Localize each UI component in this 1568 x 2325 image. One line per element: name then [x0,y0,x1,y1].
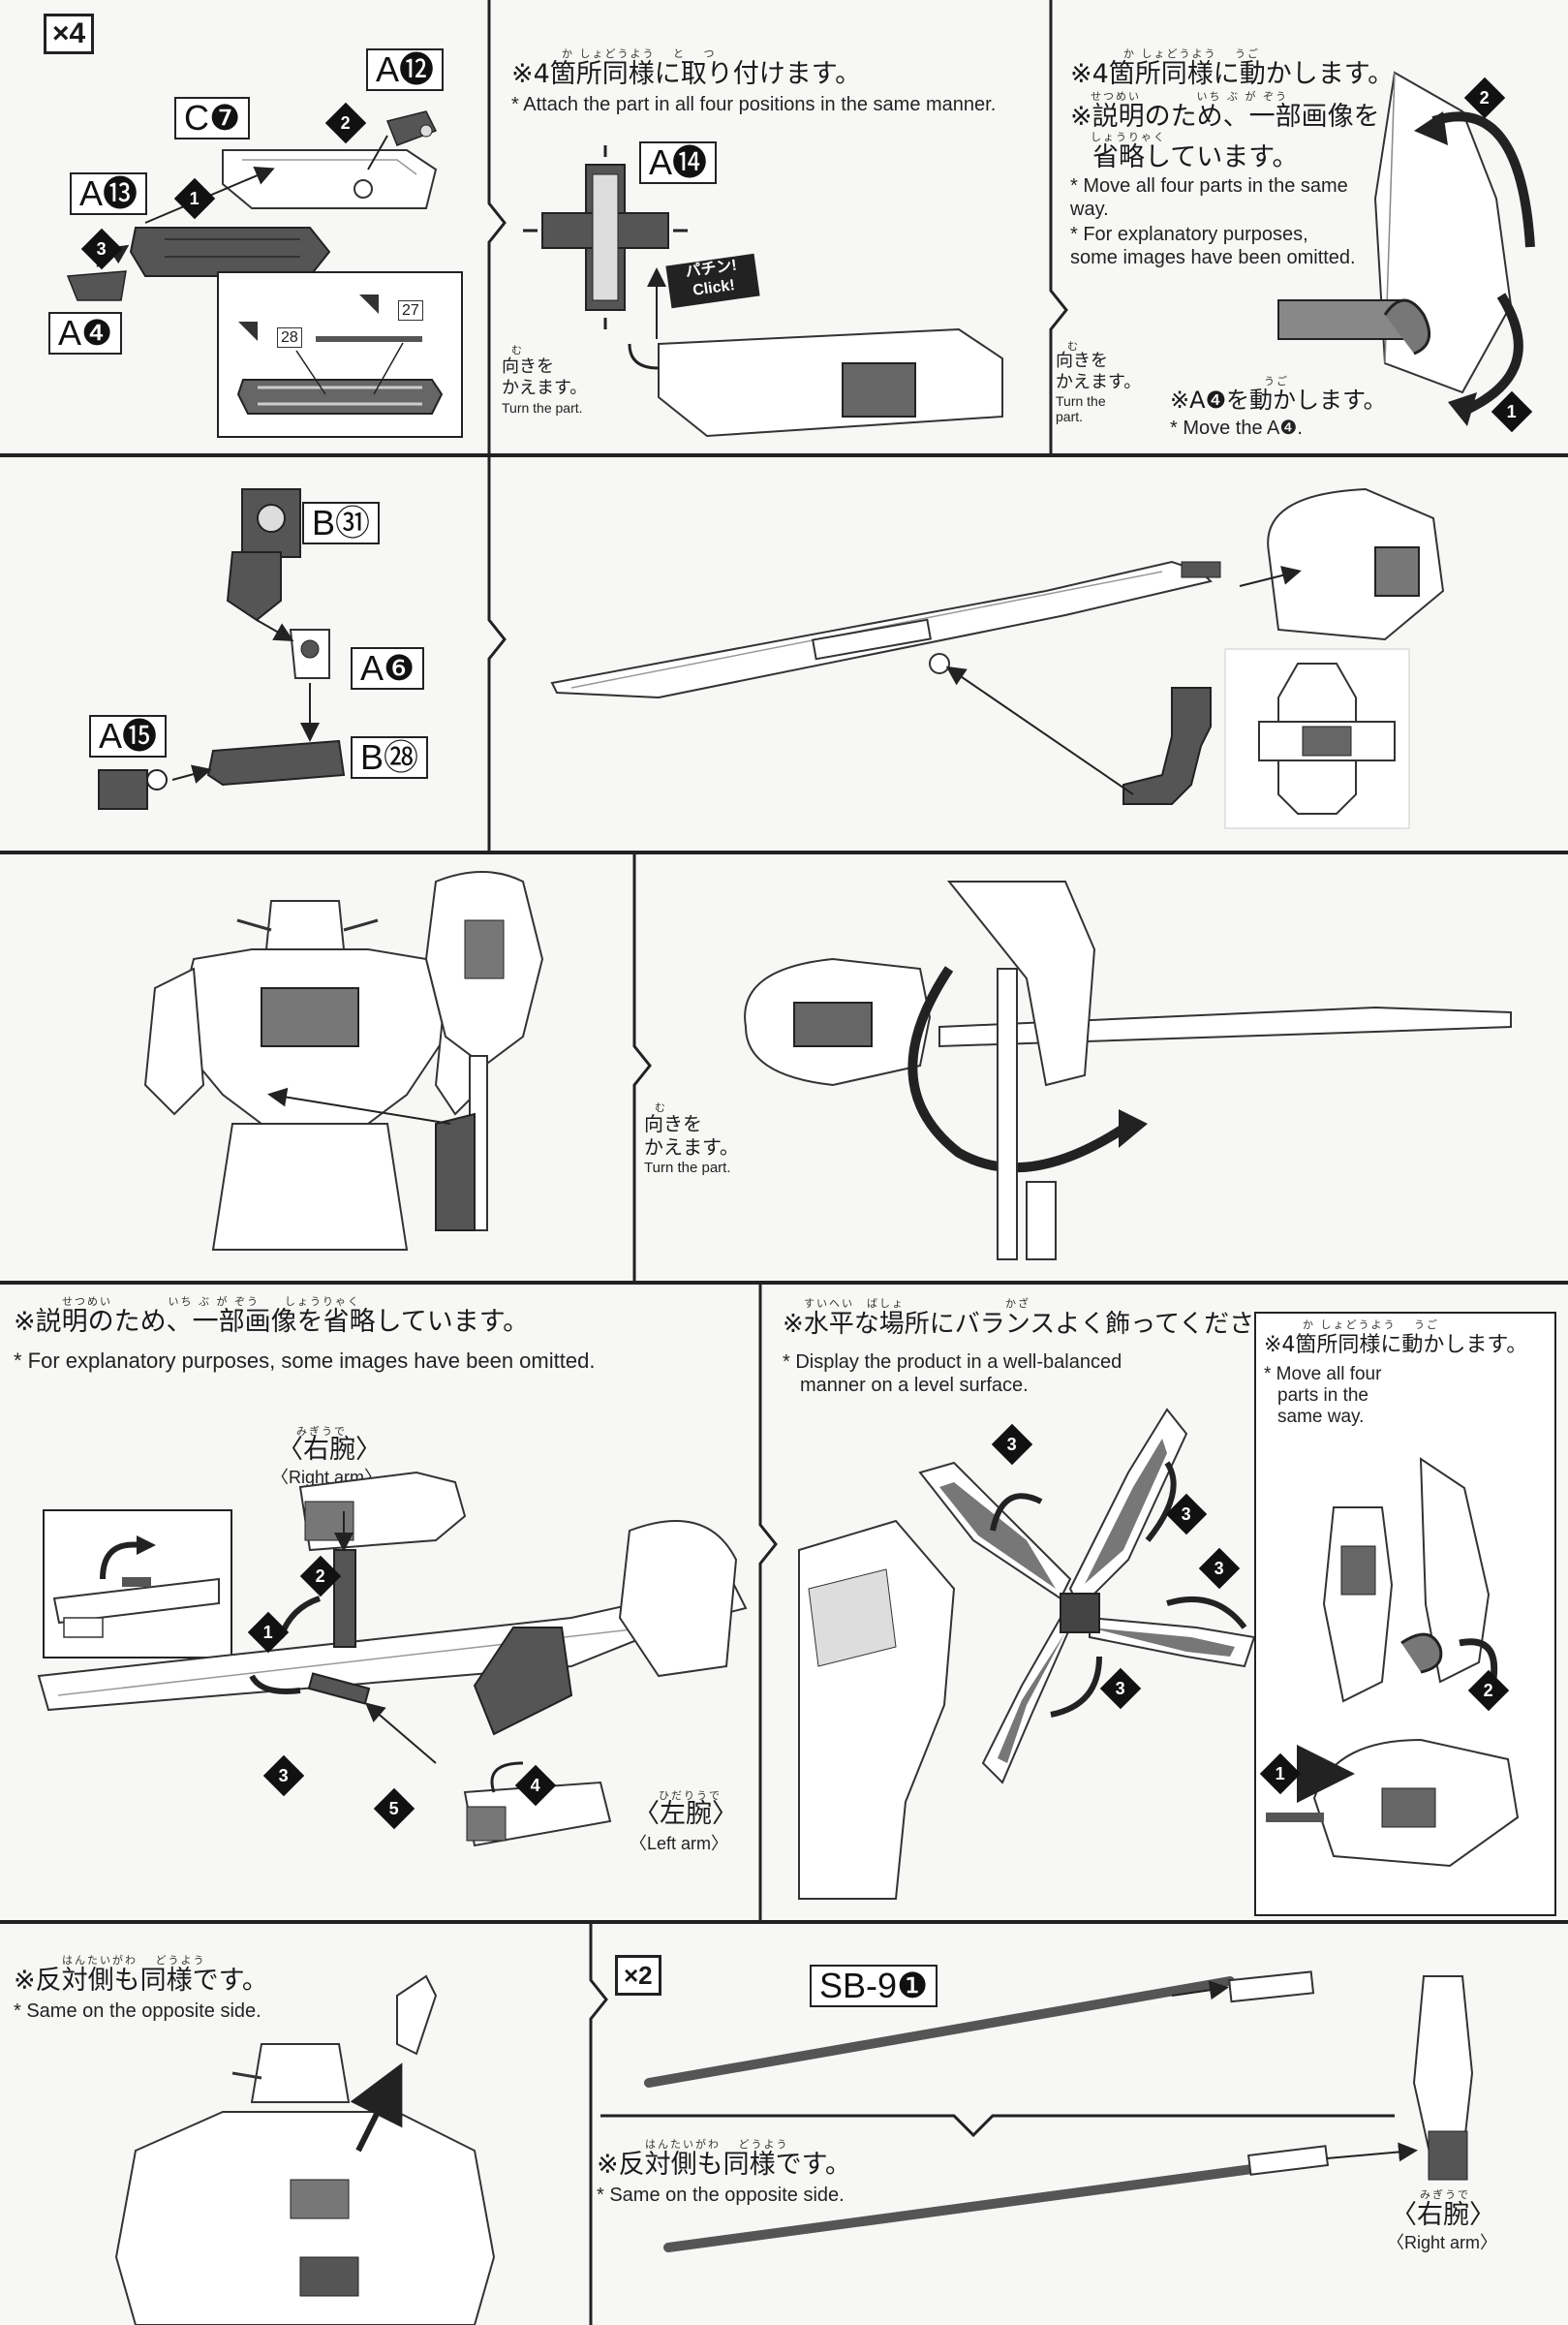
note-jp: ※説明のため、一部画像を省略しています。 [14,1307,530,1337]
part-label-a13: A⓭ [70,172,148,215]
multiplier-badge: ×2 [615,1955,661,1996]
note-jp: 省略しています。 [1092,142,1299,172]
note-en: * For explanatory purposes, some images … [1070,224,1356,268]
right-arm-label-jp: 〈右腕〉 [277,1435,382,1465]
ruby-text: すいへい ばしょ かざ [804,1297,1030,1310]
note-en: * For explanatory purposes, some images … [14,1348,596,1373]
turn-note: 向きを かえます。 Turn the part. [644,1112,739,1176]
step-separator [487,455,507,851]
ruby-text: か しょどうよう うご [1123,47,1260,60]
note-en: * Move all four parts in the same way. [1264,1364,1382,1427]
assembly-illustration [523,145,1003,438]
ruby-text: せつめい いち ぶ が ぞう [1091,90,1288,103]
note-jp: ※4箇所同様に動かします。 [1070,59,1395,89]
note-jp: ※A❹を動かします。 [1170,387,1387,414]
detail-inset [43,1509,232,1658]
part-label-c7: C❼ [174,97,251,140]
left-arm-label-en: 〈Left arm〉 [630,1834,729,1853]
ruby-text: む [511,344,524,356]
assembly-illustration [1277,71,1535,426]
step-separator [758,1283,778,1920]
ruby-text: うご [1264,375,1289,388]
step-separator [487,0,507,453]
note-en: * Move all four parts in the same way. [1070,175,1348,220]
note-en: * Same on the opposite side. [14,2000,261,2022]
part-label-a12: A⓬ [366,48,445,91]
mech-illustration [143,871,544,1251]
part-number-27: 27 [398,300,423,321]
part-label-a6: A❻ [351,647,425,690]
note-jp: ※反対側も同様です。 [597,2150,851,2180]
multiplier-badge: ×4 [44,14,95,54]
ruby-text: みぎうで [1420,2188,1470,2201]
part-label-b28: B㉘ [351,736,429,779]
ruby-text: か しょどうよう と つ [562,47,717,60]
section-divider [0,851,1568,854]
note-jp: ※4箇所同様に取り付けます。 [511,59,862,89]
note-en: * Attach the part in all four positions … [511,94,997,115]
ruby-text: みぎうで [296,1425,347,1438]
detail-inset: 28 27 [217,271,463,438]
mech-illustration [114,1974,496,2325]
step-separator [589,1922,608,2325]
ruby-text: せつめい いち ぶ が ぞう しょうりゃく [62,1295,360,1308]
ruby-text: しょうりゃく [1091,131,1166,143]
assembly-illustration [37,1471,748,1847]
ruby-text: はんたいがわ どうよう [645,2138,789,2151]
part-label-sb9: SB-9❶ [810,1965,938,2007]
note-en: * Move the A❹. [1170,418,1303,439]
part-label-a14: A⓮ [639,141,718,184]
step-separator [632,852,652,1281]
detail-box: か しょどうよう うご ※4箇所同様に動かします。 * Move all fou… [1254,1312,1556,1916]
note-jp: ※反対側も同様です。 [14,1966,268,1996]
right-arm-label-en: 〈Right arm〉 [1387,2233,1498,2252]
section-divider [0,1281,1568,1285]
turn-note: 向きを かえます。 Turn the part. [502,356,588,416]
ruby-text: ひだりうで [659,1789,722,1802]
section-divider [0,1920,1568,1924]
ruby-text: む [655,1101,667,1114]
assembly-illustration [644,1970,1474,2252]
mech-illustration [798,1408,1256,1900]
turn-note: 向きを かえます。 Turn the part. [1056,351,1142,424]
ruby-text: む [1067,340,1080,353]
part-number-28: 28 [277,327,302,348]
part-label-a4: A❹ [48,312,123,355]
mech-illustration [744,881,1512,1260]
note-jp: ※水平な場所にバランスよく飾ってください。 [783,1310,1306,1339]
assembly-illustration [66,110,438,301]
note-en: * Display the product in a well-balanced [783,1351,1122,1373]
note-en: * Same on the opposite side. [597,2185,845,2206]
right-arm-label-jp: 〈右腕〉 [1391,2200,1495,2230]
ruby-text: か しょどうよう うご [1303,1318,1439,1331]
part-label-b31: B㉛ [302,502,381,544]
part-label-a15: A⓯ [89,715,168,758]
assembly-illustration [550,487,1445,829]
note-jp: ※説明のため、一部画像を [1070,102,1380,132]
note-en: manner on a level surface. [800,1375,1029,1396]
ruby-text: はんたいがわ どうよう [62,1954,206,1967]
left-arm-label-jp: 〈左腕〉 [633,1799,738,1829]
step-separator [600,2114,1395,2138]
section-divider [0,453,1568,457]
assembly-illustration [98,488,346,810]
note-jp: ※4箇所同様に動かします。 [1264,1333,1528,1357]
step-separator [1049,0,1068,453]
